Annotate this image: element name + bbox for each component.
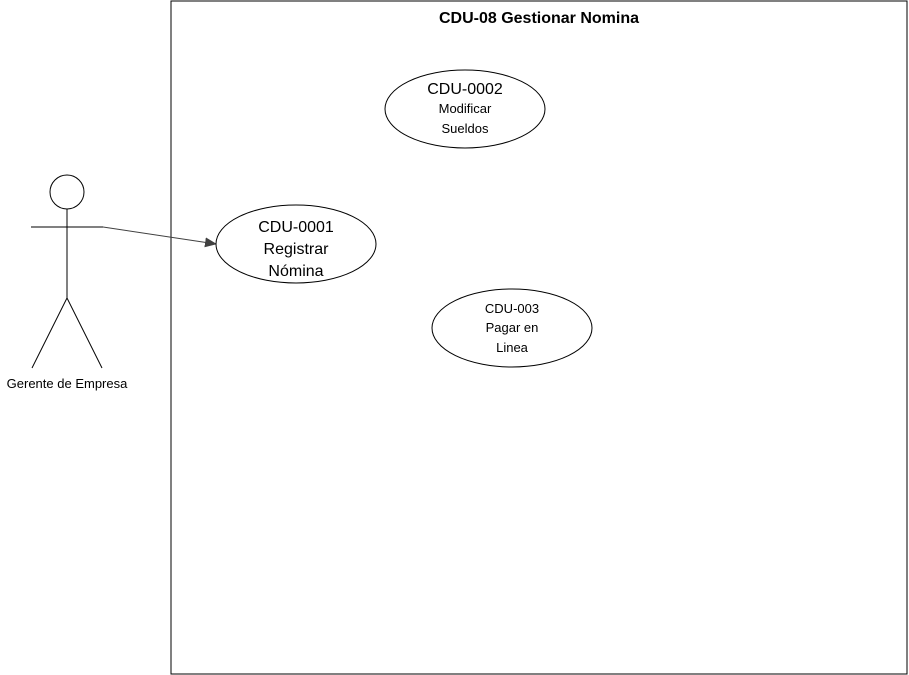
use-case-line-2: Sueldos [442, 121, 489, 136]
system-title: CDU-08 Gestionar Nomina [439, 10, 639, 27]
use-case-line-2: Linea [496, 340, 529, 355]
use-case-ellipse [215, 204, 377, 284]
use-case-line-1: Modificar [439, 101, 492, 116]
use-case-cdu-0002: CDU-0002 Modificar Sueldos [384, 69, 546, 149]
use-case-cdu-003: CDU-003 Pagar en Linea [431, 288, 593, 368]
association-arrow [102, 226, 217, 248]
use-case-line-2: Nómina [268, 263, 323, 280]
use-case-line-1: Pagar en [486, 320, 539, 335]
actor-gerente: Gerente de Empresa [7, 174, 128, 391]
use-case-id: CDU-003 [485, 301, 539, 316]
use-case-ellipse [431, 288, 593, 368]
use-case-cdu-0001: CDU-0001 Registrar Nómina [215, 204, 377, 284]
use-case-id: CDU-0002 [427, 81, 503, 98]
actor-left-leg [31, 297, 68, 369]
actor-name: Gerente de Empresa [7, 376, 128, 391]
use-case-line-1: Registrar [264, 241, 330, 258]
use-case-id: CDU-0001 [258, 219, 334, 236]
actor-head [49, 174, 85, 210]
actor-right-leg [66, 297, 103, 369]
system-boundary [170, 0, 908, 675]
use-case-ellipse [384, 69, 546, 149]
